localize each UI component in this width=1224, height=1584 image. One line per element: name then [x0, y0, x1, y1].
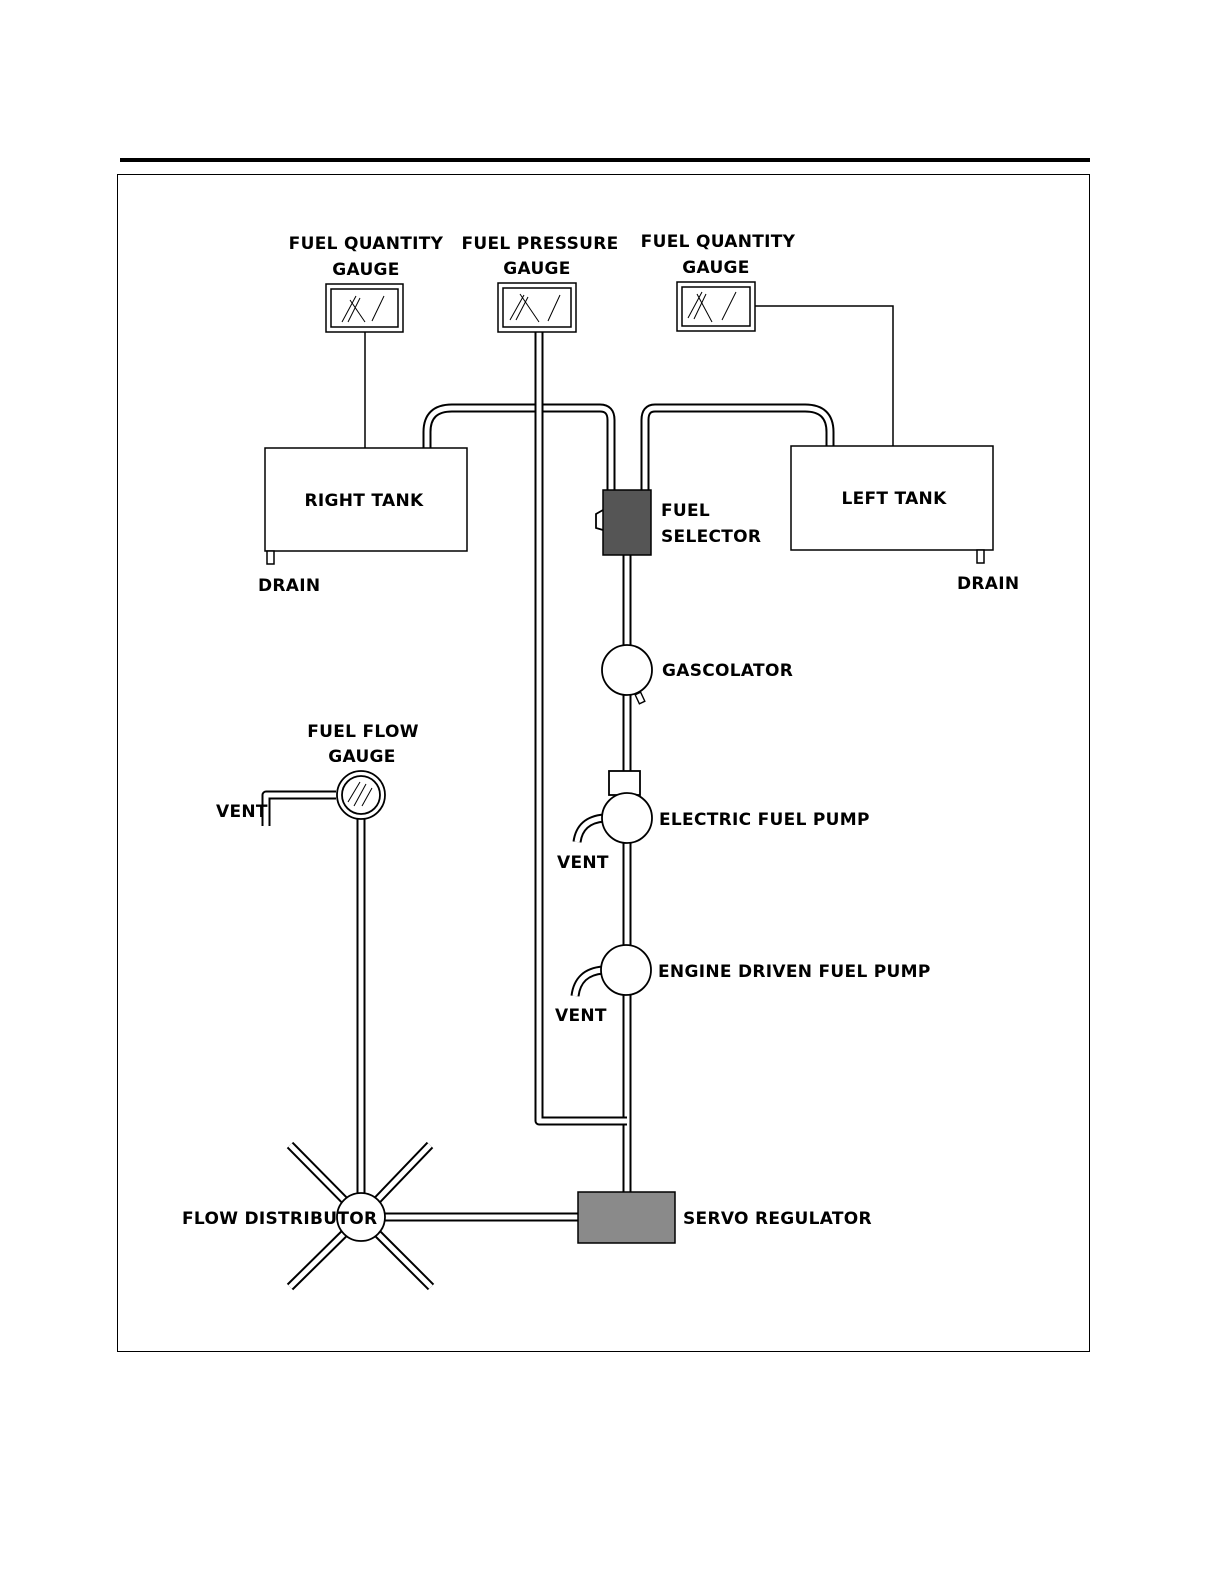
servo-regulator	[578, 1192, 675, 1243]
wire-left-quantity-gauge	[755, 306, 893, 446]
label-fuel-selector-2: SELECTOR	[661, 527, 761, 547]
label-engine-driven-fuel-pump: ENGINE DRIVEN FUEL PUMP	[658, 962, 931, 982]
pipe-flow-gauge-vent	[266, 795, 336, 826]
label-fuel-quantity-gauge-right-2: GAUGE	[332, 260, 399, 280]
left-tank-drain-stub	[977, 550, 984, 563]
label-fuel-quantity-gauge-left-1: FUEL QUANTITY	[641, 232, 796, 252]
labels: FUEL QUANTITY GAUGE FUEL PRESSURE GAUGE …	[182, 232, 1019, 1229]
label-drain-right: DRAIN	[258, 576, 320, 596]
label-fuel-quantity-gauge-right-1: FUEL QUANTITY	[289, 234, 444, 254]
right-tank-drain-stub	[267, 551, 274, 564]
label-fuel-flow-gauge-2: GAUGE	[328, 747, 395, 767]
label-servo-regulator: SERVO REGULATOR	[683, 1209, 872, 1229]
wires	[365, 306, 893, 448]
label-flow-distributor: FLOW DISTRIBUTOR	[182, 1209, 377, 1229]
label-fuel-pressure-gauge-2: GAUGE	[503, 259, 570, 279]
label-fuel-pressure-gauge-1: FUEL PRESSURE	[461, 234, 618, 254]
label-fuel-quantity-gauge-left-2: GAUGE	[682, 258, 749, 278]
label-drain-left: DRAIN	[957, 574, 1019, 594]
gascolator	[602, 645, 652, 704]
label-left-tank: LEFT TANK	[841, 489, 947, 509]
label-fuel-selector-1: FUEL	[661, 501, 710, 521]
fuel-flow-gauge	[337, 771, 385, 819]
fuel-quantity-gauge-right	[326, 284, 403, 332]
label-fuel-flow-gauge-1: FUEL FLOW	[307, 722, 419, 742]
fuel-selector	[596, 490, 651, 555]
label-electric-fuel-pump: ELECTRIC FUEL PUMP	[659, 810, 870, 830]
electric-fuel-pump	[602, 771, 652, 843]
label-vent-electric: VENT	[557, 853, 609, 873]
label-vent-flow: VENT	[216, 802, 268, 822]
label-gascolator: GASCOLATOR	[662, 661, 793, 681]
label-vent-engine: VENT	[555, 1006, 607, 1026]
label-right-tank: RIGHT TANK	[305, 491, 424, 511]
engine-driven-fuel-pump	[601, 945, 651, 995]
fuel-quantity-gauge-left	[677, 282, 755, 331]
fuel-pressure-gauge	[498, 283, 576, 332]
